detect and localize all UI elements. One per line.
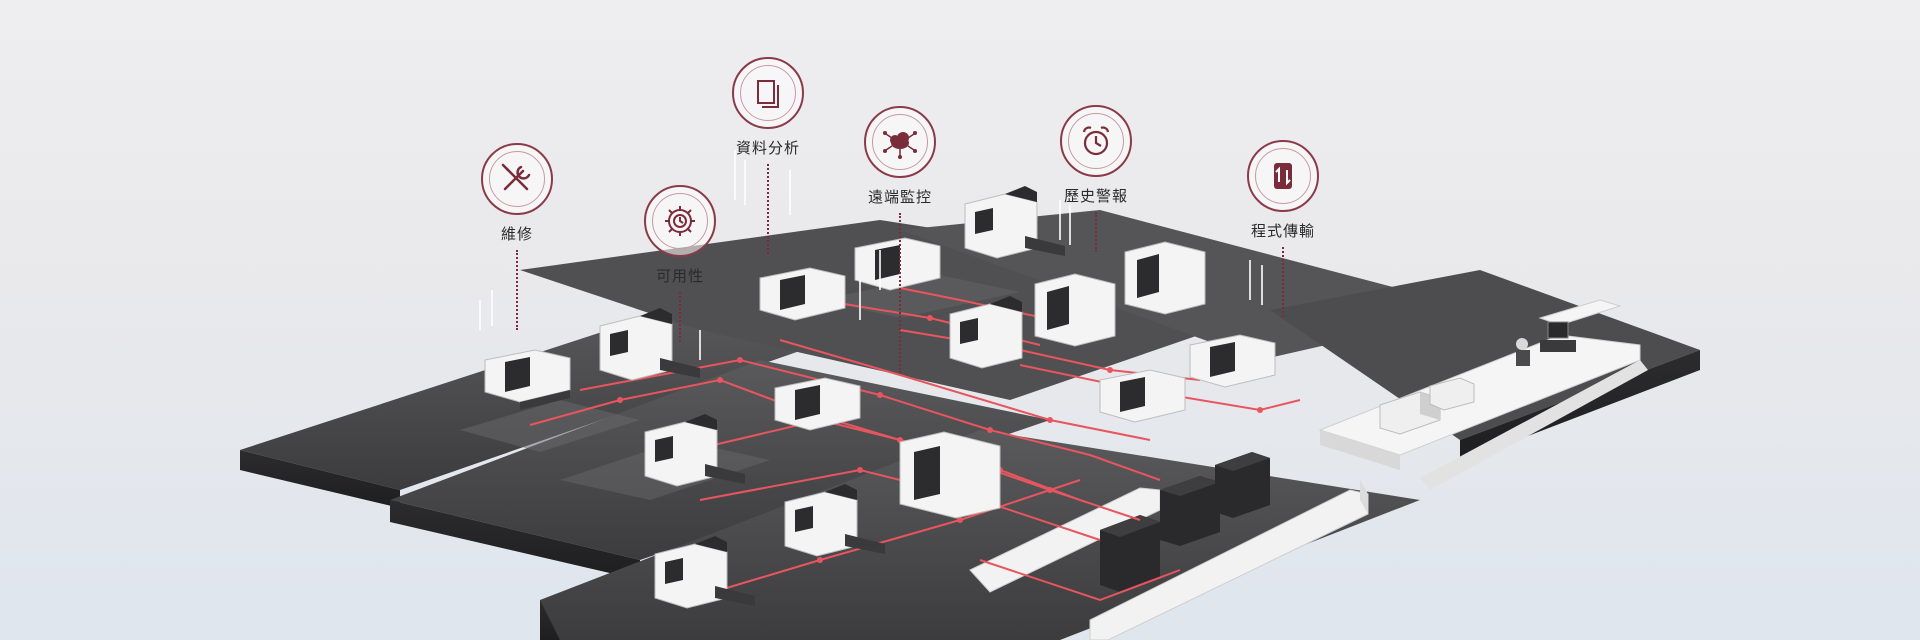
data-streaks (479, 150, 1263, 360)
gear-clock-icon (665, 206, 695, 236)
feature-label: 維修 (500, 225, 533, 243)
feature-label: 資料分析 (735, 139, 800, 157)
connector-line (1282, 247, 1284, 317)
feature-ring (864, 106, 936, 178)
up-down-arrows-icon (1274, 163, 1292, 189)
connector-line (516, 250, 518, 330)
feature-history-alarm[interactable]: 歷史警報 (1031, 105, 1161, 252)
feature-remote-monitoring[interactable]: 遠端監控 (835, 106, 965, 373)
feature-ring (481, 143, 553, 215)
feature-availability[interactable]: 可用性 (615, 185, 745, 342)
feature-label: 遠端監控 (867, 188, 932, 206)
connector-line (679, 292, 681, 342)
cloud-network-icon (883, 131, 917, 159)
feature-ring (644, 185, 716, 257)
feature-data-analysis[interactable]: 資料分析 (703, 57, 833, 254)
feature-program-transfer[interactable]: 程式傳輸 (1218, 140, 1348, 317)
feature-ring (1247, 140, 1319, 212)
feature-label: 可用性 (655, 267, 704, 285)
server-room (969, 452, 1369, 640)
connector-line (899, 213, 901, 373)
feature-ring (1060, 105, 1132, 177)
control-room (1318, 299, 1648, 490)
alarm-clock-icon (1082, 126, 1110, 156)
documents-icon (757, 80, 779, 108)
connector-line (767, 164, 769, 254)
connector-line (1095, 212, 1097, 252)
feature-maintenance[interactable]: 維修 (452, 143, 582, 330)
feature-label: 程式傳輸 (1250, 222, 1315, 240)
cnc-machines (484, 186, 1276, 609)
feature-label: 歷史警報 (1063, 187, 1128, 205)
wrench-screwdriver-icon (501, 163, 531, 191)
feature-ring (732, 57, 804, 129)
